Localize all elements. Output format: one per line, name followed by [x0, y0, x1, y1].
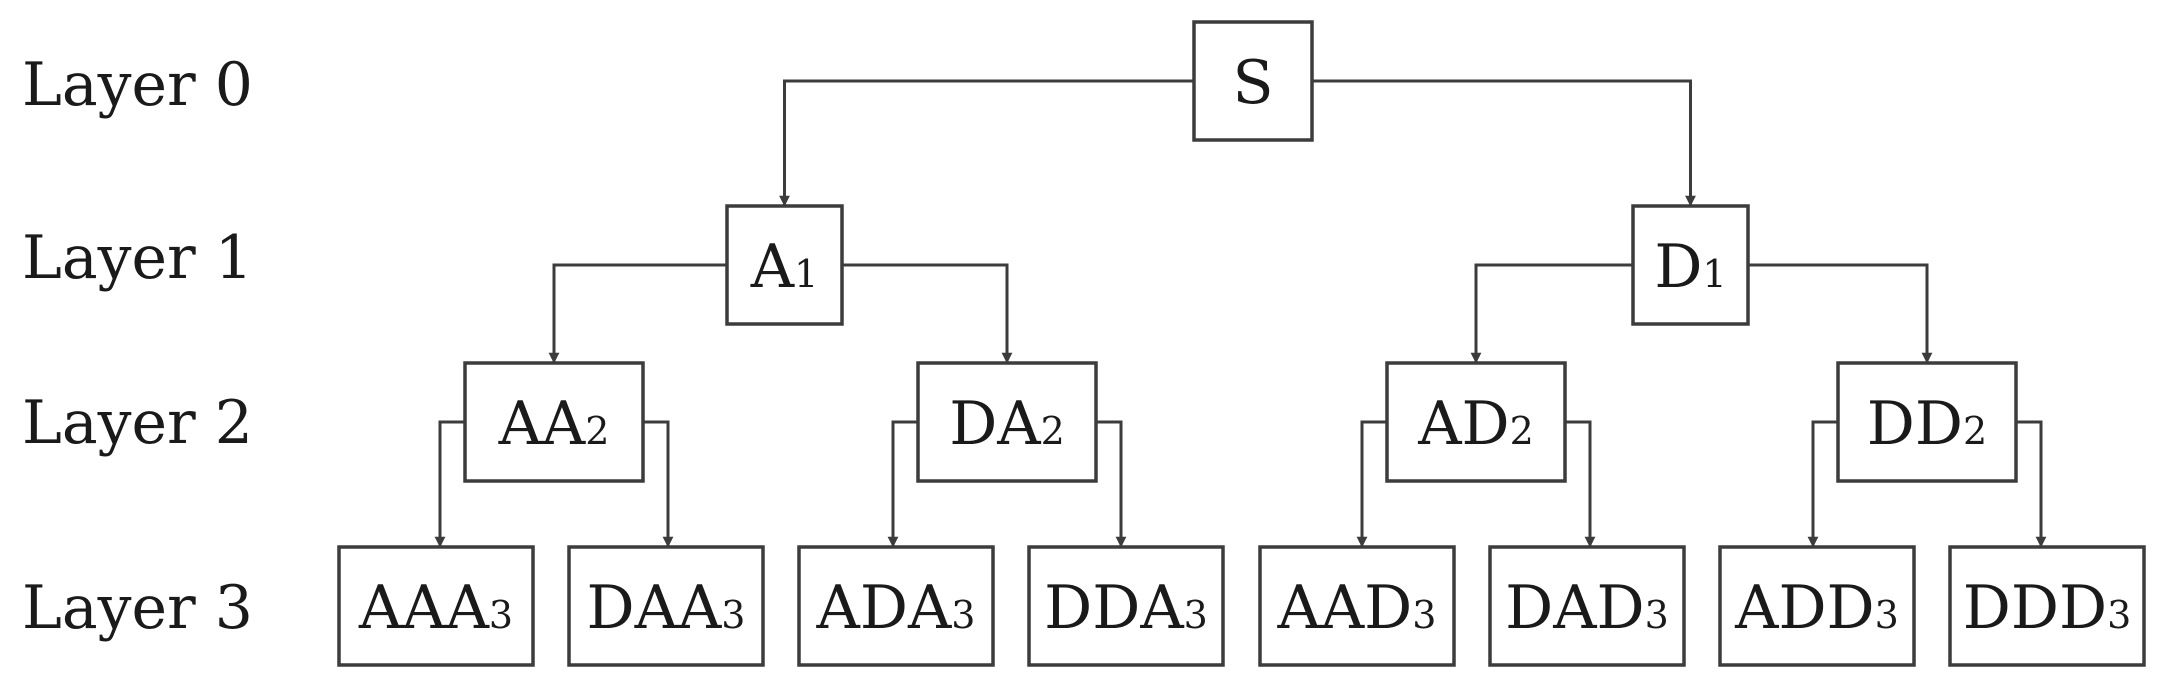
node-label-D1: D1 — [1654, 232, 1726, 302]
layer-label-0: Layer 0 — [22, 50, 253, 120]
node-label-main: DAD — [1505, 573, 1645, 643]
connector-AA2-to-DAA3 — [643, 420, 674, 548]
node-AA2: AA2 — [463, 361, 645, 483]
node-box-A1 — [725, 204, 844, 326]
node-AAD3: AAD3 — [1258, 545, 1456, 667]
node-box-AAD3 — [1258, 545, 1456, 667]
node-label-main: S — [1232, 48, 1273, 118]
node-label-main: DA — [949, 389, 1041, 459]
node-box-DDD3 — [1948, 545, 2146, 667]
node-D1: D1 — [1631, 204, 1750, 326]
node-label-main: AA — [498, 389, 586, 459]
node-DAA3: DAA3 — [567, 545, 765, 667]
node-label-subscript: 3 — [1412, 593, 1436, 637]
connector-DD2-to-DDD3 — [2016, 420, 2047, 548]
connectors — [434, 79, 2047, 548]
node-label-DDA3: DDA3 — [1044, 573, 1208, 643]
node-label-DAA3: DAA3 — [587, 573, 746, 643]
layer-label-1: Layer 1 — [22, 223, 253, 293]
node-label-S: S — [1232, 48, 1273, 118]
connector-S-to-D1 — [1312, 79, 1696, 207]
node-label-main: DDD — [1963, 573, 2107, 643]
node-box-AD2 — [1385, 361, 1567, 483]
connector-DA2-to-ADA3 — [887, 420, 918, 548]
node-label-subscript: 3 — [489, 593, 513, 637]
connector-A1-to-AA2 — [548, 263, 727, 364]
node-box-ADD3 — [1718, 545, 1916, 667]
node-AD2: AD2 — [1385, 361, 1567, 483]
node-label-subscript: 3 — [1875, 593, 1899, 637]
node-label-AD2: AD2 — [1417, 389, 1534, 459]
node-box-DAD3 — [1488, 545, 1686, 667]
node-label-main: DAA — [587, 573, 722, 643]
connector-A1-to-DA2 — [842, 263, 1013, 364]
node-label-main: DDA — [1044, 573, 1184, 643]
connector-AD2-to-AAD3 — [1356, 420, 1387, 548]
node-box-DD2 — [1836, 361, 2018, 483]
connector-D1-to-DD2 — [1748, 263, 1933, 364]
node-DA2: DA2 — [916, 361, 1098, 483]
connector-S-to-A1 — [779, 79, 1194, 207]
node-label-DDD3: DDD3 — [1963, 573, 2132, 643]
node-label-main: D — [1654, 232, 1702, 302]
node-label-subscript: 3 — [951, 593, 975, 637]
connector-DD2-to-ADD3 — [1807, 420, 1838, 548]
node-S: S — [1192, 20, 1314, 142]
node-label-subscript: 3 — [1184, 593, 1208, 637]
node-label-main: A — [750, 232, 795, 302]
node-label-AA2: AA2 — [498, 389, 610, 459]
node-label-subscript: 1 — [1702, 252, 1726, 296]
node-DDA3: DDA3 — [1027, 545, 1225, 667]
node-label-subscript: 3 — [1645, 593, 1669, 637]
node-label-main: DD — [1867, 389, 1963, 459]
node-label-DD2: DD2 — [1867, 389, 1987, 459]
node-label-DA2: DA2 — [949, 389, 1065, 459]
node-ADA3: ADA3 — [797, 545, 995, 667]
connector-DA2-to-DDA3 — [1096, 420, 1127, 548]
node-box-DA2 — [916, 361, 1098, 483]
node-label-main: ADD — [1734, 573, 1875, 643]
node-label-main: AAA — [358, 573, 490, 643]
node-label-main: AAD — [1277, 573, 1413, 643]
node-label-subscript: 3 — [721, 593, 745, 637]
node-label-ADD3: ADD3 — [1734, 573, 1899, 643]
node-ADD3: ADD3 — [1718, 545, 1916, 667]
connector-D1-to-AD2 — [1470, 263, 1633, 364]
node-box-AAA3 — [337, 545, 535, 667]
node-DAD3: DAD3 — [1488, 545, 1686, 667]
node-box-DDA3 — [1027, 545, 1225, 667]
node-box-DAA3 — [567, 545, 765, 667]
layer-label-3: Layer 3 — [22, 573, 253, 643]
node-DDD3: DDD3 — [1948, 545, 2146, 667]
node-label-subscript: 2 — [585, 409, 609, 453]
node-A1: A1 — [725, 204, 844, 326]
node-label-subscript: 3 — [2107, 593, 2131, 637]
node-label-subscript: 2 — [1041, 409, 1065, 453]
node-label-AAA3: AAA3 — [358, 573, 513, 643]
node-label-DAD3: DAD3 — [1505, 573, 1669, 643]
node-DD2: DD2 — [1836, 361, 2018, 483]
node-box-S — [1192, 20, 1314, 142]
node-label-AAD3: AAD3 — [1277, 573, 1437, 643]
node-label-subscript: 1 — [794, 252, 818, 296]
node-AAA3: AAA3 — [337, 545, 535, 667]
node-box-AA2 — [463, 361, 645, 483]
node-label-ADA3: ADA3 — [816, 573, 976, 643]
node-label-A1: A1 — [750, 232, 819, 302]
node-label-main: AD — [1417, 389, 1509, 459]
node-label-subscript: 2 — [1963, 409, 1987, 453]
node-box-D1 — [1631, 204, 1750, 326]
node-label-main: ADA — [816, 573, 952, 643]
node-label-subscript: 2 — [1510, 409, 1534, 453]
connector-AA2-to-AAA3 — [434, 420, 465, 548]
connector-AD2-to-DAD3 — [1565, 420, 1596, 548]
layer-label-2: Layer 2 — [22, 388, 253, 458]
layer-labels: Layer 0 Layer 1 Layer 2 Layer 3 — [22, 50, 253, 643]
node-box-ADA3 — [797, 545, 995, 667]
